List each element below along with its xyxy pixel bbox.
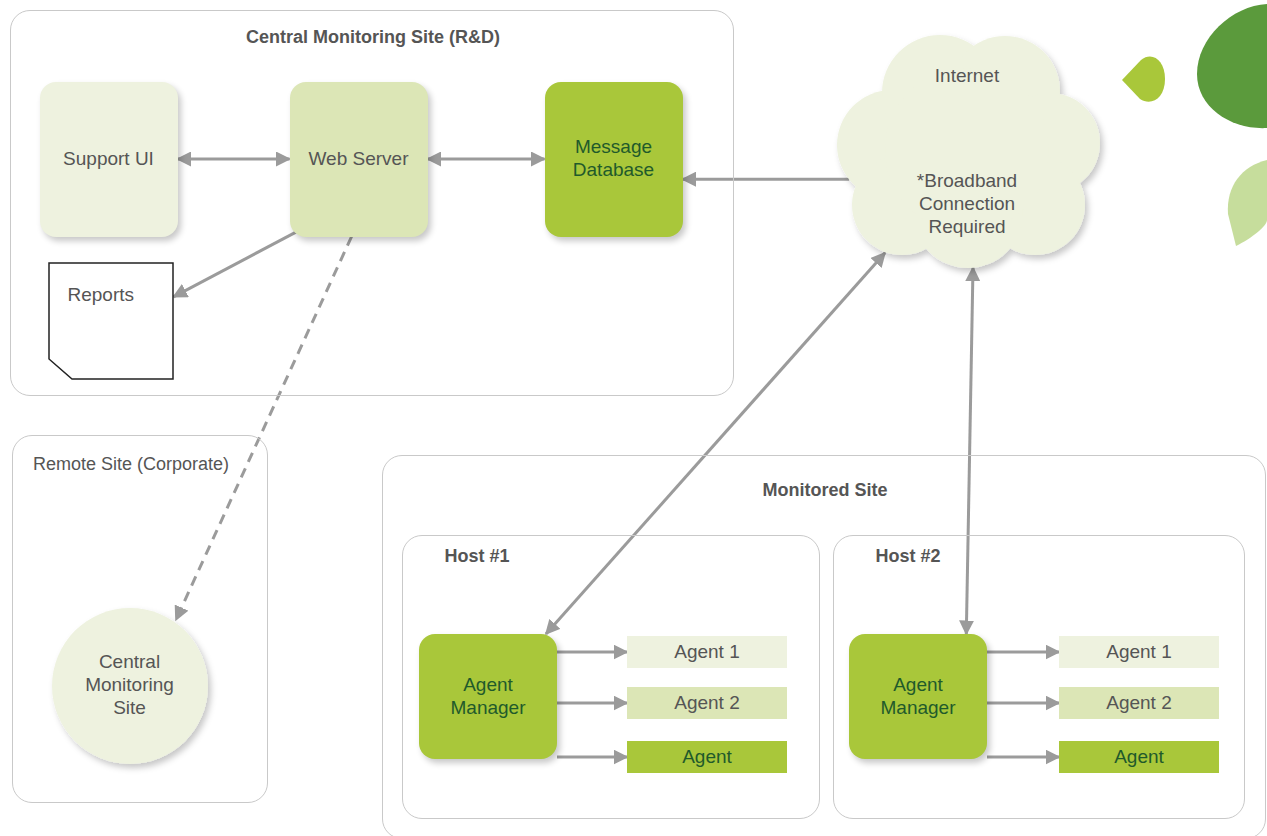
agent-bar: Agent 1 bbox=[1059, 636, 1219, 668]
database-box: Message Database bbox=[545, 82, 683, 237]
node-label: Central Monitoring Site bbox=[74, 651, 186, 719]
site-region: Central Monitoring Site (R&D) Support UI W… bbox=[10, 10, 734, 396]
node-label: Agent bbox=[1114, 746, 1164, 769]
host-region: Host #1 Agent Manager Agent 1 Agent 2 Agent bbox=[402, 535, 820, 819]
server-box: Web Server bbox=[290, 82, 428, 237]
manager-box: Agent Manager bbox=[849, 634, 987, 759]
connector-arrow bbox=[966, 268, 973, 634]
connector-arrow bbox=[557, 756, 627, 759]
leaf-small bbox=[1122, 56, 1165, 101]
site-circle: Central Monitoring Site bbox=[50, 606, 210, 766]
connector-arrow bbox=[546, 253, 885, 634]
leaf-dark bbox=[1197, 4, 1267, 128]
connector-arrow bbox=[557, 702, 627, 705]
document-shape: Reports bbox=[48, 262, 174, 380]
agent-bar: Agent bbox=[1059, 741, 1219, 773]
connector-arrow bbox=[178, 158, 290, 161]
manager-box: Agent Manager bbox=[419, 634, 557, 759]
node-label: Agent bbox=[682, 746, 732, 769]
site-heading: Host #2 bbox=[876, 546, 1076, 568]
connector-arrow bbox=[987, 702, 1059, 705]
node-label: Agent Manager bbox=[429, 674, 547, 720]
site-region: Remote Site (Corporate) Central Monitorin… bbox=[12, 435, 268, 803]
connector-arrow bbox=[557, 651, 627, 654]
site-region: Monitored SiteHost #1 Agent Manager Agent … bbox=[382, 455, 1266, 836]
agent-bar: Agent 2 bbox=[627, 687, 787, 719]
site-heading: Monitored Site bbox=[383, 480, 1267, 502]
connector-arrow bbox=[987, 651, 1059, 654]
dashed-connector bbox=[176, 237, 352, 620]
site-heading: Remote Site (Corporate) bbox=[33, 454, 233, 476]
node-label: Agent 1 bbox=[674, 641, 740, 664]
connector-arrow bbox=[987, 756, 1059, 759]
site-heading: Host #1 bbox=[445, 546, 645, 568]
node-text: Reports bbox=[68, 284, 168, 307]
process-box: Support UI bbox=[40, 82, 178, 237]
agent-bar: Agent bbox=[627, 741, 787, 773]
agent-bar: Agent 2 bbox=[1059, 687, 1219, 719]
node-label: Agent 1 bbox=[1106, 641, 1172, 664]
connector-arrow bbox=[428, 158, 545, 161]
node-label: Agent 2 bbox=[674, 692, 740, 715]
node-label: Web Server bbox=[309, 148, 409, 171]
node-text: Internet bbox=[887, 65, 1047, 88]
leaf-light bbox=[1228, 160, 1267, 246]
node-label: Message Database bbox=[555, 136, 673, 182]
node-text: *Broadband Connection Required bbox=[892, 170, 1042, 238]
node-label: Agent 2 bbox=[1106, 692, 1172, 715]
document-outline bbox=[48, 262, 174, 380]
host-region: Host #2 Agent Manager Agent 1 Agent 2 Agent bbox=[833, 535, 1245, 819]
connector-arrow bbox=[683, 178, 850, 181]
node-label: Support UI bbox=[63, 148, 154, 171]
agent-bar: Agent 1 bbox=[627, 636, 787, 668]
node-label: Agent Manager bbox=[859, 674, 977, 720]
cloud-shape: Internet *Broadband Connection Required bbox=[830, 25, 1105, 270]
connector-arrow bbox=[174, 232, 297, 297]
site-heading: Central Monitoring Site (R&D) bbox=[11, 27, 735, 49]
